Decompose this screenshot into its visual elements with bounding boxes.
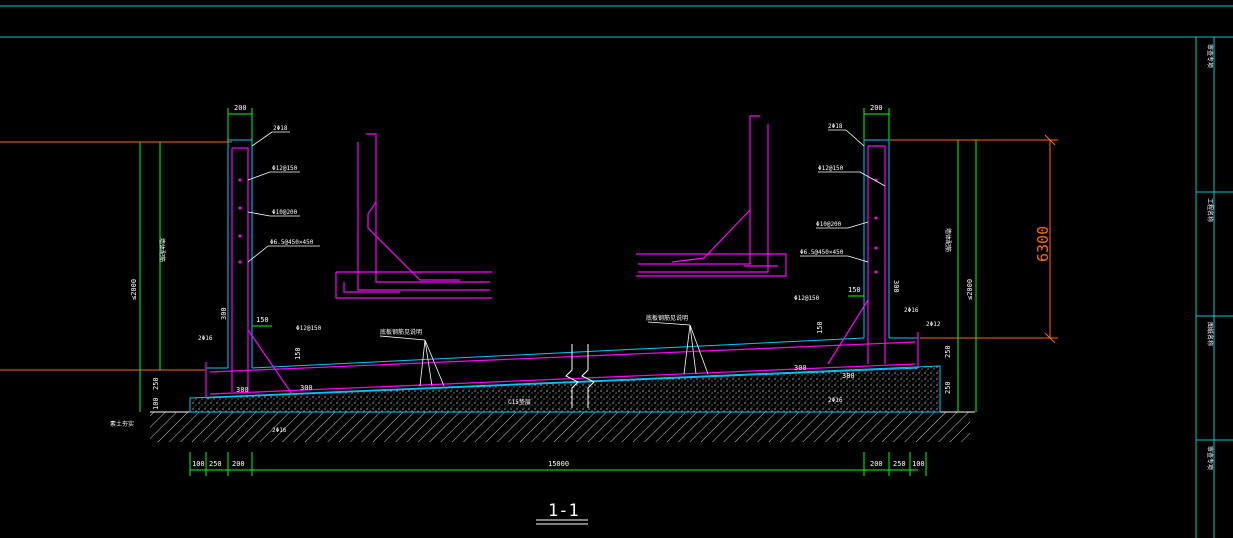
rebar-detail-left <box>335 133 492 299</box>
label-bottom-bar-right: 2Φ16 <box>828 397 843 404</box>
section-title: 1-1 <box>548 501 579 521</box>
dimension-lines <box>139 108 977 476</box>
dim-slab-right-b: 250 <box>944 381 952 394</box>
dim-bottom-right-2: 250 <box>893 460 906 468</box>
dim-bottom-left-3: 200 <box>232 460 245 468</box>
label-corner-right: 2Φ16 <box>904 307 919 314</box>
label-slab-note-right: 底板钢筋见说明 <box>646 314 688 322</box>
soil-ground <box>150 412 970 442</box>
rebar-lines <box>205 145 919 398</box>
dim-haunch-right: 150 <box>816 321 824 334</box>
label-rebar-top-right: 2Φ18 <box>828 123 843 130</box>
dim-slab-left-b: 100 <box>152 397 160 410</box>
label-slab-note-left: 底板钢筋见说明 <box>380 328 422 336</box>
leader-lines <box>247 129 886 387</box>
label-tie-right: Φ6.5@450×450 <box>800 249 844 256</box>
title-block-cell-1: 审查专项 <box>1206 44 1214 68</box>
dim-span-right-a: 300 <box>794 364 807 372</box>
label-wall-note-left: 墙体配筋 <box>158 238 166 262</box>
wall-tie-dots <box>238 178 878 274</box>
dim-inner-right: 300 <box>892 280 900 293</box>
level-lines <box>0 134 1058 371</box>
rebar-detail-right <box>636 115 787 277</box>
label-corner-right-b: 2Φ12 <box>926 321 941 328</box>
dim-haunch-left: 150 <box>294 347 302 360</box>
dim-wall-height-left: ≤2000 <box>130 279 138 300</box>
label-rebar-h-left: Φ10@200 <box>272 209 298 216</box>
dim-bottom-left-1: 100 <box>192 460 205 468</box>
label-rebar-v-left: Φ12@150 <box>272 165 298 172</box>
dim-wall-thickness-right: 200 <box>870 104 883 112</box>
break-symbol <box>565 344 595 408</box>
label-ground: 素土夯实 <box>110 420 134 428</box>
dim-span-right-b: 380 <box>842 372 855 380</box>
dim-slab-left-a: 250 <box>152 377 160 390</box>
dim-bottom-right-3: 100 <box>912 460 925 468</box>
label-tie-left: Φ6.5@450×450 <box>270 239 314 246</box>
title-block-cell-4: 审查专项 <box>1206 446 1214 470</box>
label-rebar-v-right: Φ12@150 <box>818 165 844 172</box>
title-block-cell-2: 工程名称 <box>1206 198 1214 222</box>
label-bottom-bar-left: 2Φ16 <box>272 427 287 434</box>
dim-gap-right: 150 <box>848 286 861 294</box>
dim-wall-height-right: ≤2000 <box>966 279 974 300</box>
dim-bottom-left-2: 250 <box>209 460 222 468</box>
label-corner-left: 2Φ16 <box>198 335 213 342</box>
title-block-cell-3: 图纸名称 <box>1206 322 1214 346</box>
dim-bottom-center: 15000 <box>548 460 569 468</box>
label-cushion: C15垫层 <box>508 398 531 406</box>
total-height-label: 6300 <box>1034 226 1052 262</box>
concrete-outline <box>205 139 919 399</box>
drawing-frame <box>0 5 1233 538</box>
cushion-layer <box>189 365 941 413</box>
label-haunch-bar-right: Φ12@150 <box>794 295 820 302</box>
dim-inner-left: 300 <box>220 307 228 320</box>
dim-bottom-right-1: 200 <box>870 460 883 468</box>
label-rebar-h-right: Φ10@200 <box>816 221 842 228</box>
dim-slab-right-a: 250 <box>944 345 952 358</box>
dim-gap-left: 150 <box>256 316 269 324</box>
label-wall-note-right: 墙体配筋 <box>944 228 952 252</box>
label-rebar-top-left: 2Φ18 <box>273 125 288 132</box>
dim-span-left-a: 380 <box>236 386 249 394</box>
dim-span-left-b: 300 <box>300 384 313 392</box>
label-haunch-bar-left: Φ12@150 <box>296 325 322 332</box>
dim-wall-thickness-left: 200 <box>234 104 247 112</box>
